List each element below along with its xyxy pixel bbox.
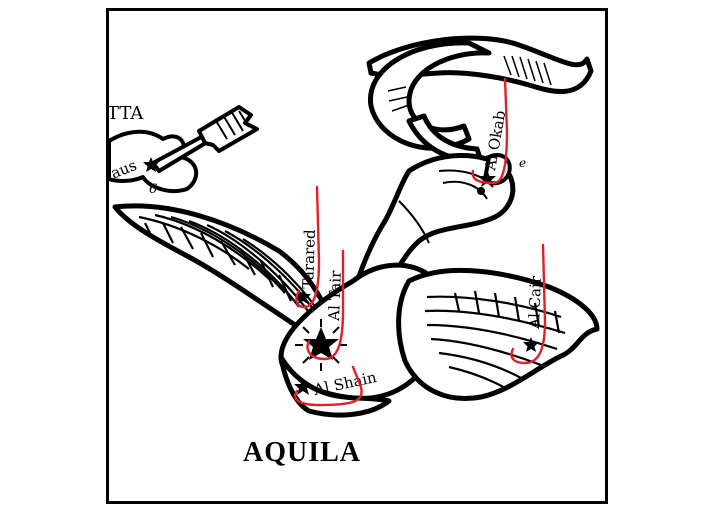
eagle-left-wing — [112, 203, 334, 334]
okab-letter: e — [519, 156, 526, 170]
star-al-tair — [295, 319, 347, 371]
kaus-number: 6 — [149, 182, 157, 197]
hook-al-shain — [293, 365, 363, 407]
constellation-title: AQUILA — [243, 437, 361, 468]
hook-tarared — [295, 185, 321, 309]
neighbor-constellation-label: TTA — [109, 103, 144, 124]
star-label-al-cair: Al Cair — [525, 275, 545, 330]
star-label-tarared: Tarared — [299, 229, 319, 290]
star-label-al-tair: Al Tair — [325, 270, 345, 323]
star-al-shain — [294, 378, 312, 395]
hook-al-tair — [306, 249, 345, 361]
star-tarared — [295, 289, 311, 304]
serpent-tail — [366, 35, 594, 164]
arrow-feather-hatching — [214, 110, 250, 140]
aquila-illustration: TTA Kaus 6 Al Okab e Tarared Al Tair Al … — [109, 35, 600, 468]
eagle-right-wing — [396, 267, 600, 401]
serpent-hatching — [387, 55, 552, 112]
left-wing-feathers — [138, 213, 326, 322]
star-chart-frame: TTA Kaus 6 Al Okab e Tarared Al Tair Al … — [106, 8, 608, 504]
hook-al-okab — [471, 77, 509, 185]
hook-al-cair — [510, 243, 547, 365]
red-annotation-hooks — [293, 77, 547, 407]
star-al-cair — [523, 337, 539, 352]
star-kaus — [143, 157, 159, 172]
